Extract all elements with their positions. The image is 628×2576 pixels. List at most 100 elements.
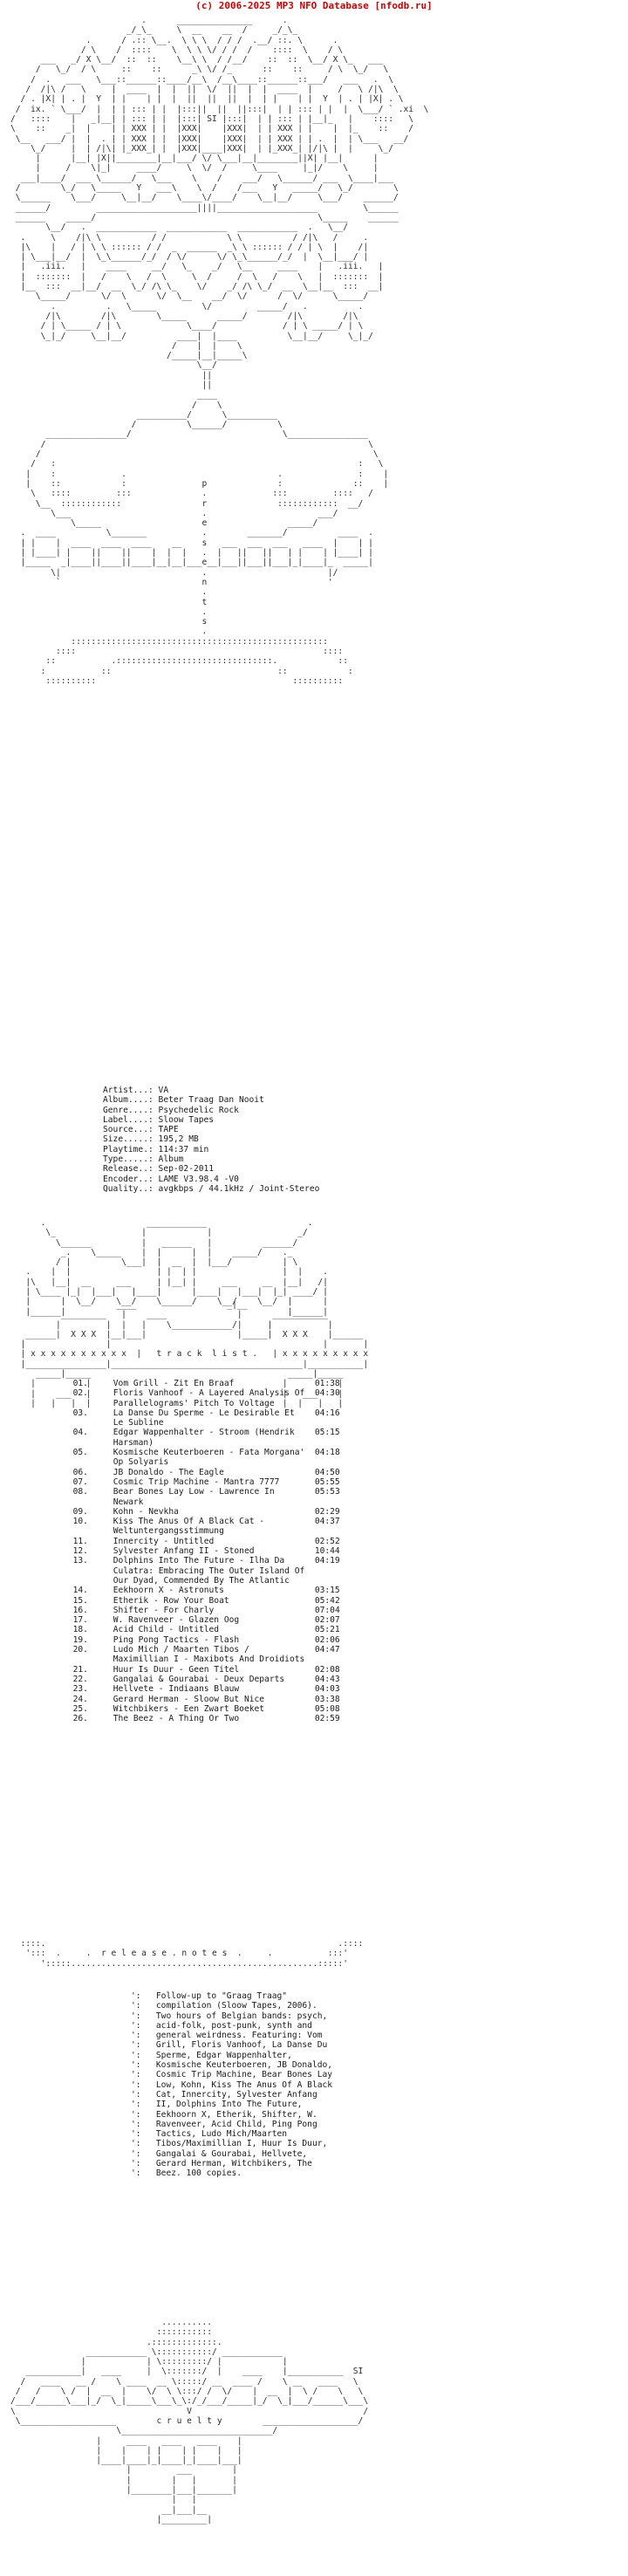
table-row: 23. Hellvete - Indiaans Blauw 04:03 bbox=[63, 1684, 340, 1694]
ascii-art-divider: . ____________ . \_ | | _/ \______ | ___… bbox=[25, 1218, 328, 1317]
notes-text: Kosmische Keuterboeren, JB Donaldo, bbox=[155, 2060, 333, 2071]
track-time: 02:59 bbox=[314, 1714, 340, 1724]
track-number: 21. bbox=[72, 1664, 88, 1675]
notes-text: Tibos/Maximillian I, Huur Is Duur, bbox=[155, 2139, 328, 2149]
track-title: The Beez - A Thing Or Two bbox=[113, 1714, 240, 1724]
track-number bbox=[73, 1655, 88, 1664]
track-number: 01. bbox=[72, 1379, 88, 1388]
table-row: 19. Ping Pong Tactics - Flash 02:06 bbox=[63, 1635, 340, 1645]
tracklist: 01. Vom Grill - Zit En Braaf 01:38 02. F… bbox=[63, 1379, 340, 1723]
release-notes-header: ::::. .:::: '::: . . r e l e a s e . n o… bbox=[20, 1939, 364, 1969]
track-number: 08. bbox=[72, 1487, 88, 1497]
track-time: 07:04 bbox=[314, 1605, 340, 1615]
copyright-notice: (c) 2006-2025 MP3 NFO Database [nfodb.ru… bbox=[195, 0, 433, 11]
track-number: 17. bbox=[72, 1615, 88, 1626]
notes-line: ': general weirdness. Featuring: Vom bbox=[131, 2031, 323, 2041]
track-number: 09. bbox=[72, 1506, 88, 1517]
track-time: 05:55 bbox=[314, 1476, 340, 1487]
notes-line: ': Gerard Herman, Witchbikers, The bbox=[131, 2159, 312, 2169]
ascii-art-footer: .......... ::::::::::: .:::::::::::::. _… bbox=[10, 2318, 369, 2525]
track-number bbox=[73, 1438, 88, 1448]
track-title: Maximillian I - Maxibots And Droidiots bbox=[113, 1655, 305, 1665]
info-row: Release..: Sep-02-2011 bbox=[103, 1164, 214, 1174]
track-time: 04:30 bbox=[314, 1388, 340, 1399]
notes-text: Ravenveer, Acid Child, Ping Pong bbox=[155, 2119, 317, 2129]
notes-line: ': acid-folk, post-punk, synth and bbox=[131, 2020, 312, 2031]
notes-text: Sperme, Edgar Wappenhalter, bbox=[155, 2050, 292, 2060]
notes-line: ': Kosmische Keuterboeren, JB Donaldo, bbox=[131, 2060, 333, 2071]
ascii-art-tracklist-header: ____ _|__ _________ | ____ | ___________… bbox=[20, 1300, 369, 1408]
notes-line: ': Two hours of Belgian bands: psych, bbox=[131, 2011, 328, 2021]
track-title: Floris Vanhoof - A Layered Analysis Of bbox=[113, 1388, 305, 1399]
info-label: Release..: bbox=[103, 1164, 154, 1175]
table-row: 11. Innercity - Untitled 02:52 bbox=[63, 1537, 340, 1546]
info-label: Album....: bbox=[103, 1095, 154, 1106]
info-value: TAPE bbox=[158, 1125, 179, 1135]
notes-text: Low, Kohn, Kiss The Anus Of A Black bbox=[155, 2079, 333, 2090]
track-title: Huur Is Duur - Geen Titel bbox=[113, 1664, 240, 1675]
info-row: Label....: Sloow Tapes bbox=[103, 1115, 214, 1125]
track-time: 04:16 bbox=[314, 1408, 340, 1418]
track-number: 23. bbox=[72, 1684, 88, 1695]
notes-line: ': compilation (Sloow Tapes, 2006). bbox=[131, 2001, 317, 2011]
track-title: Op Solyaris bbox=[113, 1457, 169, 1468]
table-row: 02. Floris Vanhoof - A Layered Analysis … bbox=[63, 1388, 340, 1398]
info-value: VA bbox=[158, 1086, 169, 1095]
info-row: Playtime.: 114:37 min bbox=[103, 1145, 208, 1154]
notes-line: ': Eekhoorn X, Etherik, Shifter, W. bbox=[131, 2109, 317, 2120]
table-row: 18. Acid Child - Untitled 05:21 bbox=[63, 1625, 340, 1634]
info-row: Quality..: avgkbps / 44.1kHz / Joint-Ste… bbox=[103, 1184, 319, 1194]
track-number: 16. bbox=[72, 1605, 88, 1615]
table-row: 04. Edgar Wappenhalter - Stroom (Hendrik… bbox=[63, 1428, 340, 1437]
track-number bbox=[73, 1497, 88, 1507]
table-row: Op Solyaris bbox=[63, 1457, 315, 1467]
track-title: Hellvete - Indiaans Blauw bbox=[113, 1684, 240, 1695]
notes-line: ': Cat, Innercity, Sylvester Anfang bbox=[131, 2089, 317, 2100]
track-title: Dolphins Into The Future - Ilha Da bbox=[113, 1556, 285, 1566]
track-number: 05. bbox=[72, 1448, 88, 1458]
track-time: 05:08 bbox=[314, 1703, 340, 1714]
track-number: 15. bbox=[72, 1595, 88, 1606]
table-row: Weltuntergangsstimmung bbox=[63, 1526, 315, 1536]
track-number bbox=[73, 1457, 88, 1467]
track-number bbox=[73, 1576, 88, 1586]
track-number: 12. bbox=[72, 1546, 88, 1557]
info-label: Artist...: bbox=[103, 1086, 154, 1095]
notes-text: Eekhoorn X, Etherik, Shifter, W. bbox=[155, 2109, 317, 2120]
track-time: 05:42 bbox=[314, 1595, 340, 1606]
info-row: Artist...: VA bbox=[103, 1086, 168, 1095]
track-number: 18. bbox=[72, 1625, 88, 1635]
track-number: 22. bbox=[72, 1674, 88, 1684]
track-title: Innercity - Untitled bbox=[113, 1536, 215, 1546]
track-title: Le Subline bbox=[113, 1418, 164, 1428]
release-notes: ': Follow-up to "Graag Traag" ': compila… bbox=[131, 1991, 332, 2179]
track-title: Shifter - For Charly bbox=[113, 1605, 215, 1615]
table-row: 14. Eekhoorn X - Astronuts 03:15 bbox=[63, 1586, 340, 1595]
table-row: 09. Kohn - Nevkha 02:29 bbox=[63, 1507, 340, 1517]
track-time: 02:29 bbox=[314, 1506, 340, 1517]
table-row: 01. Vom Grill - Zit En Braaf 01:38 bbox=[63, 1379, 340, 1388]
notes-line: ': Low, Kohn, Kiss The Anus Of A Black bbox=[131, 2079, 333, 2090]
table-row: Newark bbox=[63, 1497, 315, 1507]
info-value: Album bbox=[158, 1154, 184, 1165]
info-label: Label....: bbox=[103, 1114, 154, 1125]
notes-line: ': Grill, Floris Vanhoof, La Danse Du bbox=[131, 2040, 328, 2051]
track-title: Eekhoorn X - Astronuts bbox=[113, 1586, 224, 1596]
table-row: 08. Bear Bones Lay Low - Lawrence In 05:… bbox=[63, 1487, 340, 1497]
notes-line: ': Tactics, Ludo Mich/Maarten bbox=[131, 2129, 288, 2140]
track-number: 19. bbox=[72, 1634, 88, 1645]
notes-text: Tactics, Ludo Mich/Maarten bbox=[155, 2129, 288, 2140]
track-title: Cosmic Trip Machine - Mantra 7777 bbox=[113, 1476, 280, 1487]
track-title: Edgar Wappenhalter - Stroom (Hendrik bbox=[113, 1428, 295, 1438]
track-time: 04:37 bbox=[314, 1517, 340, 1527]
track-time: 04:47 bbox=[314, 1645, 340, 1655]
track-title: Kohn - Nevkha bbox=[113, 1506, 179, 1517]
track-time: 03:38 bbox=[314, 1694, 340, 1704]
info-value: Sep-02-2011 bbox=[158, 1164, 215, 1175]
track-number: 11. bbox=[72, 1536, 88, 1546]
track-time: 04:19 bbox=[314, 1556, 340, 1566]
track-title: Culatra: Embracing The Outer Island Of bbox=[113, 1565, 305, 1576]
table-row: Maximillian I - Maxibots And Droidiots bbox=[63, 1655, 315, 1664]
track-number: 25. bbox=[72, 1703, 88, 1714]
track-number: 03. bbox=[72, 1408, 88, 1418]
